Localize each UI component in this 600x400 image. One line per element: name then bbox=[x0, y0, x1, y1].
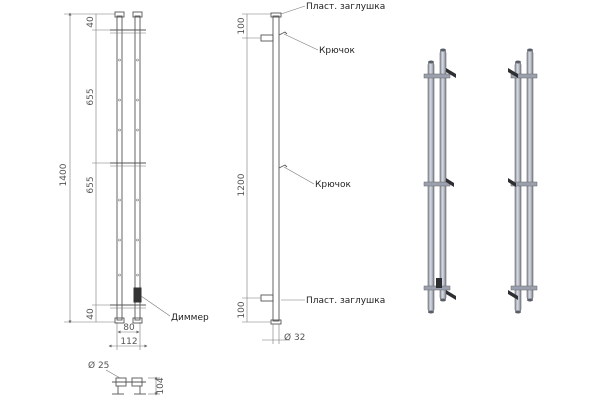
side-view: 100 1200 100 Пласт. заглушка Крючок Крюч… bbox=[237, 2, 385, 344]
callout-hook-mid: Крючок bbox=[315, 180, 352, 190]
dim-bottom-gap: 40 bbox=[86, 308, 96, 320]
side-dim-gap-top: 100 bbox=[237, 17, 247, 34]
dimmer-leader bbox=[140, 295, 171, 317]
dimmer-label: Диммер bbox=[171, 313, 209, 323]
side-dim-span: 1200 bbox=[237, 173, 247, 196]
dim-top-gap: 40 bbox=[86, 16, 96, 28]
side-tube bbox=[272, 15, 280, 322]
side-tube-diameter: Ø 32 bbox=[284, 332, 305, 343]
callout-hook-top: Крючок bbox=[319, 46, 356, 56]
callout-cap-bottom: Пласт. заглушка bbox=[306, 296, 385, 306]
front-hole-marks bbox=[118, 58, 139, 277]
callout-cap-top: Пласт. заглушка bbox=[306, 2, 385, 12]
dim-outer-width: 112 bbox=[120, 337, 137, 347]
dim-inner-width: 80 bbox=[123, 323, 135, 333]
dimmer-box bbox=[133, 287, 142, 303]
side-hook-top bbox=[278, 31, 288, 36]
front-right-tube bbox=[134, 15, 141, 321]
front-bottom-cap-left bbox=[114, 317, 125, 324]
top-view-depth: 104 bbox=[156, 377, 166, 394]
dim-upper-segment: 655 bbox=[86, 88, 96, 105]
front-top-cap-right bbox=[132, 11, 143, 18]
side-hook-mid bbox=[278, 164, 288, 169]
side-bracket-top bbox=[260, 34, 274, 42]
iso-view-left bbox=[423, 48, 456, 314]
front-top-cap-left bbox=[114, 11, 125, 18]
iso-view-right bbox=[508, 48, 538, 314]
dim-lower-segment: 655 bbox=[86, 176, 96, 193]
dim-overall-height: 1400 bbox=[59, 163, 69, 186]
top-view-diameter: Ø 25 bbox=[88, 360, 109, 371]
front-view: Диммер 1400 40 655 655 40 80 112 bbox=[59, 11, 209, 350]
side-dim-gap-bottom: 100 bbox=[237, 301, 247, 318]
front-left-tube bbox=[116, 15, 123, 321]
front-bottom-cap-right bbox=[132, 317, 143, 324]
side-bracket-bottom bbox=[260, 294, 274, 302]
top-view: Ø 25 104 bbox=[88, 360, 166, 396]
